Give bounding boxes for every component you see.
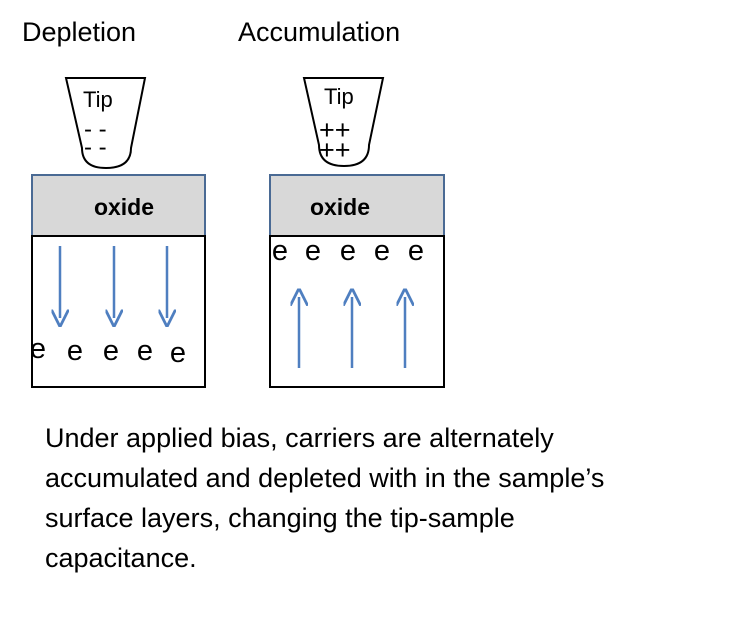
carrier-electron: e	[272, 235, 288, 267]
carrier-electron: e	[340, 235, 356, 267]
accumulation-tip: Tip ++ ++	[302, 77, 385, 168]
carrier-electron: e	[30, 333, 46, 365]
tip-charge-row-1: ++	[319, 115, 351, 145]
oxide-layer	[31, 174, 206, 237]
tip-label: Tip	[83, 87, 113, 112]
tip-charge-row-2: - -	[84, 134, 107, 161]
caption-line: capacitance.	[45, 543, 197, 573]
tip-shape	[64, 77, 147, 170]
carrier-electron: e	[67, 335, 83, 367]
oxide-label: oxide	[94, 194, 154, 220]
carrier-electron: e	[305, 235, 321, 267]
tip-charge-row-2: ++	[319, 135, 351, 165]
carrier-electron: e	[170, 337, 186, 369]
oxide-label: oxide	[310, 194, 370, 220]
tip-charge-row-1: - -	[84, 116, 107, 143]
tip-shape	[302, 77, 385, 168]
carrier-electron: e	[103, 335, 119, 367]
depletion-title: Depletion	[22, 17, 136, 47]
carrier-electron: e	[137, 335, 153, 367]
caption-line: surface layers, changing the tip-sample	[45, 503, 515, 533]
caption-line: accumulated and depleted with in the sam…	[45, 463, 605, 493]
caption-line: Under applied bias, carriers are alterna…	[45, 423, 554, 453]
oxide-layer	[269, 174, 445, 237]
carrier-electron: e	[408, 235, 424, 267]
accumulation-title: Accumulation	[238, 17, 400, 47]
tip-label: Tip	[324, 84, 354, 109]
depletion-tip: Tip - - - -	[64, 77, 147, 170]
accumulation-panel: Accumulation Tip ++ ++ oxide e e e e e	[238, 17, 445, 388]
depletion-panel: Depletion Tip - - - - oxide e e e e e	[22, 17, 206, 388]
carrier-electron: e	[374, 235, 390, 267]
caption: Under applied bias, carriers are alterna…	[45, 418, 725, 578]
